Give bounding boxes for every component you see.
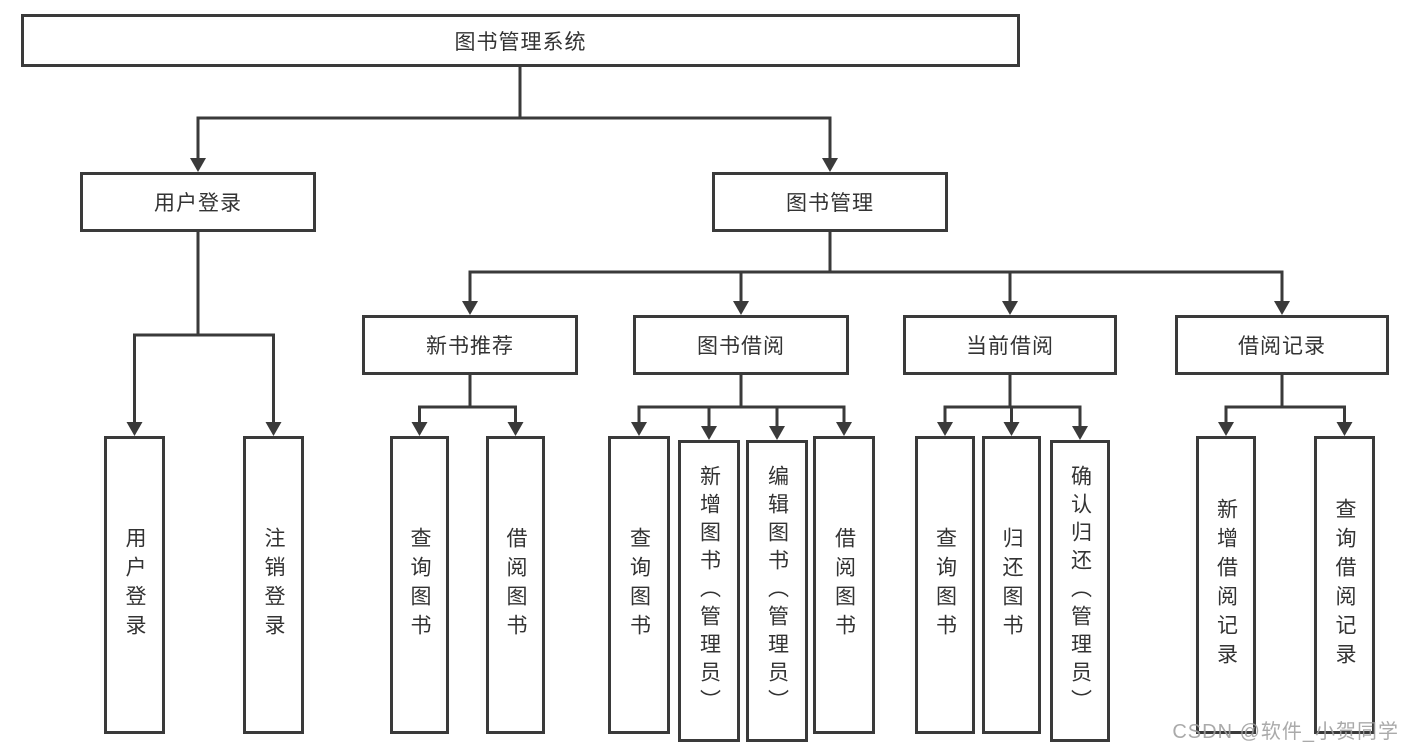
- node-book-management: 图书管理: [712, 172, 948, 232]
- leaf-borrow-book-recommend: 借阅图书: [486, 436, 545, 734]
- leaf-query-borrow-record: 查询借阅记录: [1314, 436, 1375, 734]
- leaf-borrow-book: 借阅图书: [813, 436, 875, 734]
- leaf-logout: 注销登录: [243, 436, 304, 734]
- leaf-return-book-label: 归还图书: [1000, 527, 1023, 643]
- leaf-return-book: 归还图书: [982, 436, 1041, 734]
- leaf-add-book-admin-label: 新增图书（管理员）: [697, 465, 721, 717]
- leaf-add-book-admin: 新增图书（管理员）: [678, 440, 740, 742]
- leaf-logout-label: 注销登录: [262, 527, 285, 643]
- leaf-add-borrow-record-label: 新增借阅记录: [1214, 498, 1238, 672]
- leaf-confirm-return-admin: 确认归还（管理员）: [1050, 440, 1110, 742]
- leaf-confirm-return-admin-label: 确认归还（管理员）: [1068, 465, 1092, 717]
- leaf-query-book-borrow: 查询图书: [608, 436, 670, 734]
- leaf-add-borrow-record: 新增借阅记录: [1196, 436, 1256, 734]
- leaf-user-login-label: 用户登录: [123, 527, 146, 643]
- leaf-edit-book-admin-label: 编辑图书（管理员）: [765, 465, 789, 717]
- leaf-edit-book-admin: 编辑图书（管理员）: [746, 440, 808, 742]
- leaf-query-book-current: 查询图书: [915, 436, 975, 734]
- leaf-query-book-recommend-label: 查询图书: [408, 527, 431, 643]
- node-book-borrow: 图书借阅: [633, 315, 849, 375]
- leaf-query-book-current-label: 查询图书: [933, 527, 957, 643]
- leaf-query-borrow-record-label: 查询借阅记录: [1333, 498, 1356, 672]
- leaf-borrow-book-label: 借阅图书: [832, 527, 856, 643]
- leaf-borrow-book-recommend-label: 借阅图书: [504, 527, 527, 643]
- node-current-borrow: 当前借阅: [903, 315, 1117, 375]
- node-new-book-recommend: 新书推荐: [362, 315, 578, 375]
- leaf-query-book-borrow-label: 查询图书: [627, 527, 651, 643]
- node-library-management-system: 图书管理系统: [21, 14, 1020, 67]
- node-user-login: 用户登录: [80, 172, 316, 232]
- leaf-query-book-recommend: 查询图书: [390, 436, 449, 734]
- node-borrow-records: 借阅记录: [1175, 315, 1389, 375]
- leaf-user-login: 用户登录: [104, 436, 165, 734]
